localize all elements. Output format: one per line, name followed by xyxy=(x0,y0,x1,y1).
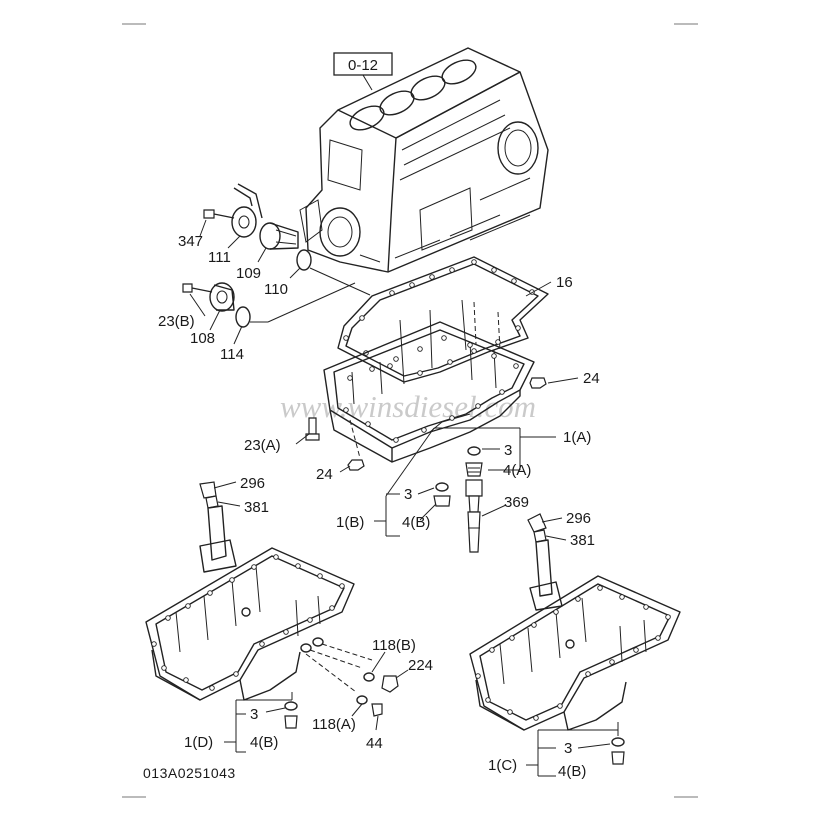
drain-plug-parts-center xyxy=(433,446,483,553)
callout-118b: 118(B) xyxy=(372,637,416,654)
main-oil-pan xyxy=(323,299,535,463)
watermark-text: www.winsdiesel.com xyxy=(280,389,536,424)
callout-23b: 23(B) xyxy=(158,313,195,330)
crop-marks xyxy=(122,23,698,798)
callout-111: 111 xyxy=(208,249,231,266)
callout-44: 44 xyxy=(366,735,383,752)
oil-pan-variant-c xyxy=(469,513,681,765)
callout-3-d: 3 xyxy=(564,740,572,757)
callout-224: 224 xyxy=(408,657,433,674)
callout-4b: 4(B) xyxy=(402,514,430,531)
callout-4b-c: 4(B) xyxy=(558,763,586,780)
callout-118a: 118(A) xyxy=(312,716,356,733)
pan-fasteners xyxy=(305,377,547,471)
callout-labels: 347 111 109 110 23(B) 108 114 16 24 23(A… xyxy=(158,233,600,780)
callout-3-b: 3 xyxy=(404,486,412,503)
callout-381-left: 381 xyxy=(244,499,269,516)
callout-381-right: 381 xyxy=(570,532,595,549)
callout-296-right: 296 xyxy=(566,510,591,527)
callout-110: 110 xyxy=(264,281,288,298)
oil-pump-assembly xyxy=(182,183,371,328)
callout-347: 347 xyxy=(178,233,203,250)
leader-lines xyxy=(189,219,618,777)
oil-pan-gasket xyxy=(337,256,549,383)
callout-369: 369 xyxy=(504,494,529,511)
callout-296-left: 296 xyxy=(240,475,265,492)
callout-108: 108 xyxy=(190,330,215,347)
callout-1c: 1(C) xyxy=(488,757,517,774)
callout-23a: 23(A) xyxy=(244,437,281,454)
callout-1a: 1(A) xyxy=(563,429,591,446)
callout-109: 109 xyxy=(236,265,261,282)
reference-box-label: 0-12 xyxy=(348,57,378,74)
callout-114: 114 xyxy=(220,346,244,363)
callout-16: 16 xyxy=(556,274,573,291)
callout-1b: 1(B) xyxy=(336,514,364,531)
callout-24-left: 24 xyxy=(316,466,333,483)
callout-1d: 1(D) xyxy=(184,734,213,751)
oil-pan-variant-d xyxy=(145,481,399,729)
callout-24-right: 24 xyxy=(583,370,600,387)
drawing-code: 013A0251043 xyxy=(143,765,236,781)
engine-block: 0-12 xyxy=(299,47,549,273)
callout-4a: 4(A) xyxy=(503,462,531,479)
callout-3-c: 3 xyxy=(250,706,258,723)
callout-3-a: 3 xyxy=(504,442,512,459)
callout-4b-d: 4(B) xyxy=(250,734,278,751)
